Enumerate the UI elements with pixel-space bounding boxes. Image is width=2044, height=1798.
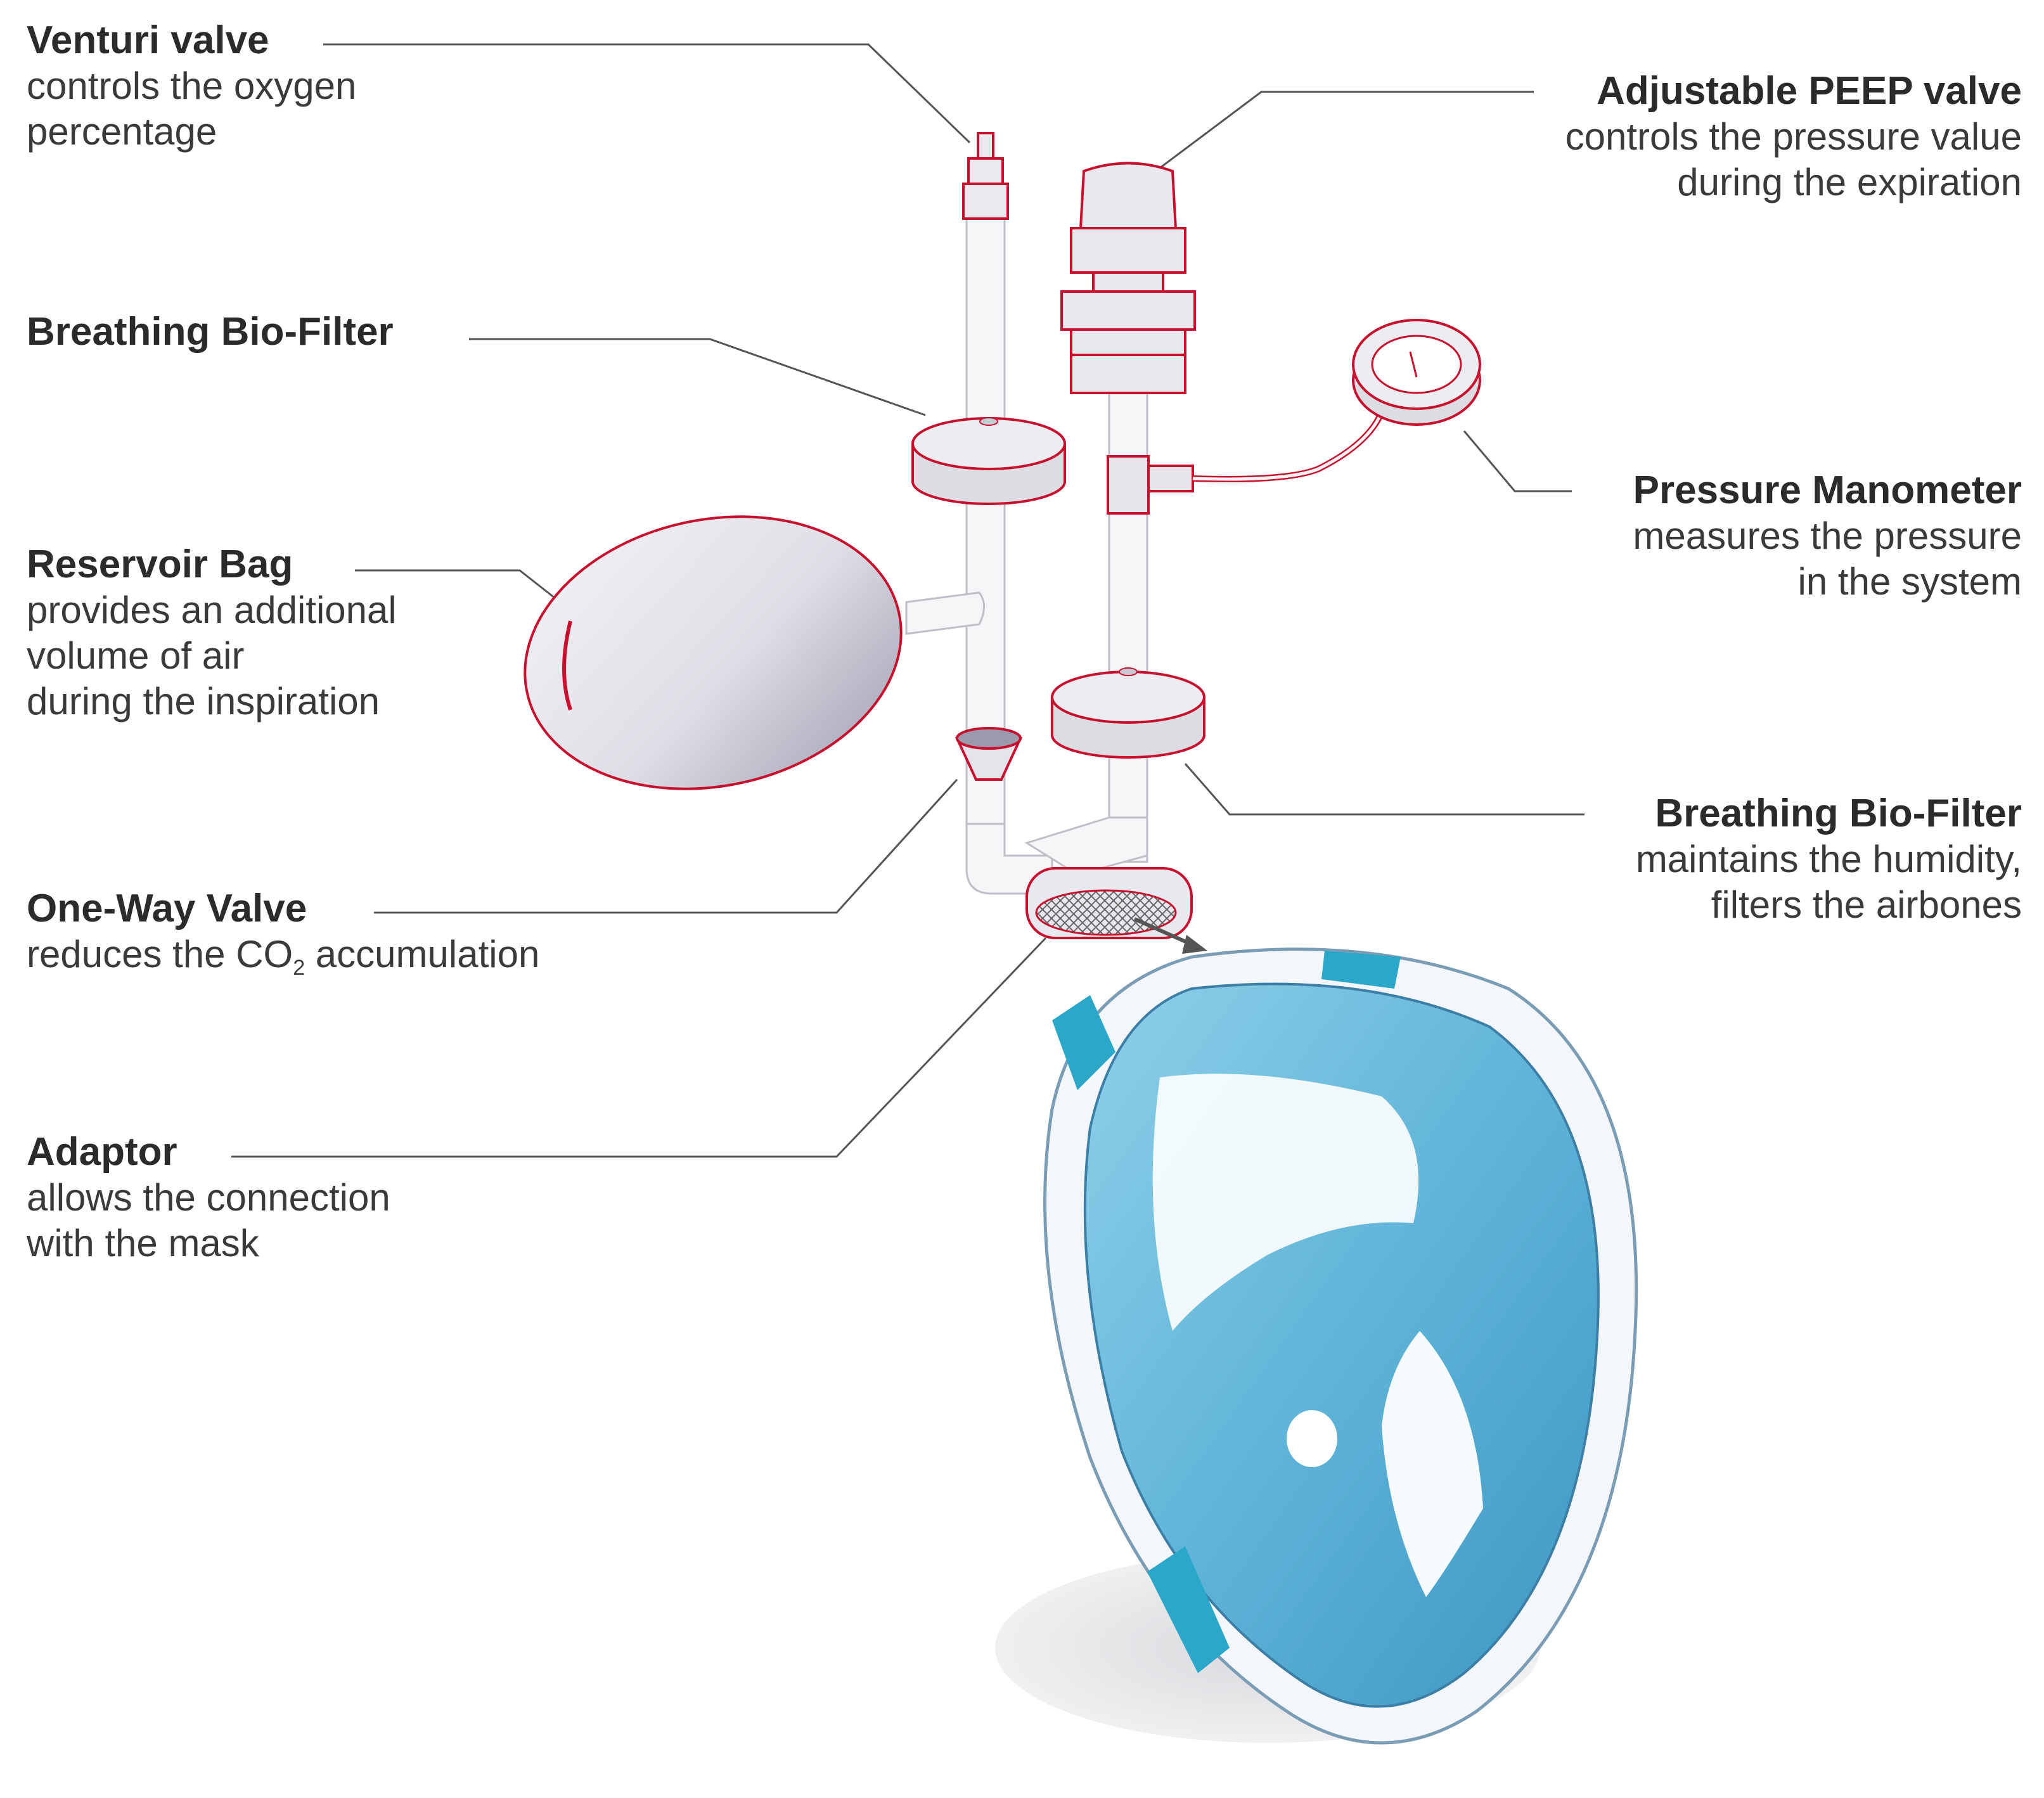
one-way-valve xyxy=(955,727,1023,781)
venturi-valve xyxy=(962,132,1009,220)
peep-desc-2: during the expiration xyxy=(1677,161,2022,203)
oneway-desc-suffix: accumulation xyxy=(305,933,540,975)
manometer-connector xyxy=(1107,411,1385,515)
venturi-desc-1: controls the oxygen xyxy=(27,65,357,107)
oneway-desc-prefix: reduces the CO xyxy=(27,933,293,975)
reservoir-desc-3: during the inspiration xyxy=(27,680,380,722)
leader-adaptor xyxy=(231,937,1047,1158)
reservoir-bag xyxy=(524,515,903,790)
label-bio-filter-top: Breathing Bio-Filter xyxy=(27,309,597,355)
label-adaptor: Adaptor allows the connection with the m… xyxy=(27,1129,597,1266)
manometer-desc-2: in the system xyxy=(1797,560,2022,603)
label-venturi-valve: Venturi valve controls the oxygen percen… xyxy=(27,18,597,155)
venturi-title: Venturi valve xyxy=(27,18,269,62)
biofilter-bottom-desc-2: filters the airbones xyxy=(1711,883,2022,926)
venturi-desc-2: percentage xyxy=(27,110,217,153)
leader-venturi xyxy=(323,43,971,144)
manometer-desc-1: measures the pressure xyxy=(1633,515,2022,557)
bio-filter-bottom xyxy=(1051,667,1205,759)
oneway-title: One-Way Valve xyxy=(27,887,307,930)
manometer-title: Pressure Manometer xyxy=(1633,468,2022,512)
label-bio-filter-bottom: Breathing Bio-Filter maintains the humid… xyxy=(1451,791,2022,928)
biofilter-top-title: Breathing Bio-Filter xyxy=(27,310,394,354)
reservoir-title: Reservoir Bag xyxy=(27,543,293,586)
oneway-desc: reduces the CO2 accumulation xyxy=(27,932,724,991)
leader-reservoir xyxy=(355,569,565,607)
oneway-desc-sub: 2 xyxy=(293,956,305,980)
adaptor-title: Adaptor xyxy=(27,1130,177,1174)
adaptor-desc-1: allows the connection xyxy=(27,1176,390,1219)
peep-title: Adjustable PEEP valve xyxy=(1597,69,2022,113)
leader-lines xyxy=(231,43,1584,1158)
peep-desc-1: controls the pressure value xyxy=(1565,115,2022,158)
reservoir-desc-1: provides an additional xyxy=(27,589,397,631)
pressure-manometer xyxy=(1352,319,1481,426)
leader-oneway xyxy=(374,778,958,914)
leader-biofilter-bottom xyxy=(1184,763,1584,816)
peep-valve xyxy=(1060,162,1196,394)
label-pressure-manometer: Pressure Manometer measures the pressure… xyxy=(1451,468,2022,605)
biofilter-bottom-title: Breathing Bio-Filter xyxy=(1655,792,2022,835)
leader-peep xyxy=(1159,91,1534,169)
biofilter-bottom-desc-1: maintains the humidity, xyxy=(1635,838,2022,880)
label-peep-valve: Adjustable PEEP valve controls the press… xyxy=(1410,68,2022,205)
label-one-way-valve: One-Way Valve reduces the CO2 accumulati… xyxy=(27,886,724,991)
bio-filter-top xyxy=(911,417,1066,505)
snorkel-mask xyxy=(1043,947,1638,1745)
label-reservoir-bag: Reservoir Bag provides an additional vol… xyxy=(27,542,597,724)
leader-biofilter-top xyxy=(469,338,926,416)
adaptor xyxy=(1025,867,1207,954)
reservoir-desc-2: volume of air xyxy=(27,634,245,677)
leader-manometer xyxy=(1463,430,1572,492)
adaptor-desc-2: with the mask xyxy=(27,1222,259,1264)
